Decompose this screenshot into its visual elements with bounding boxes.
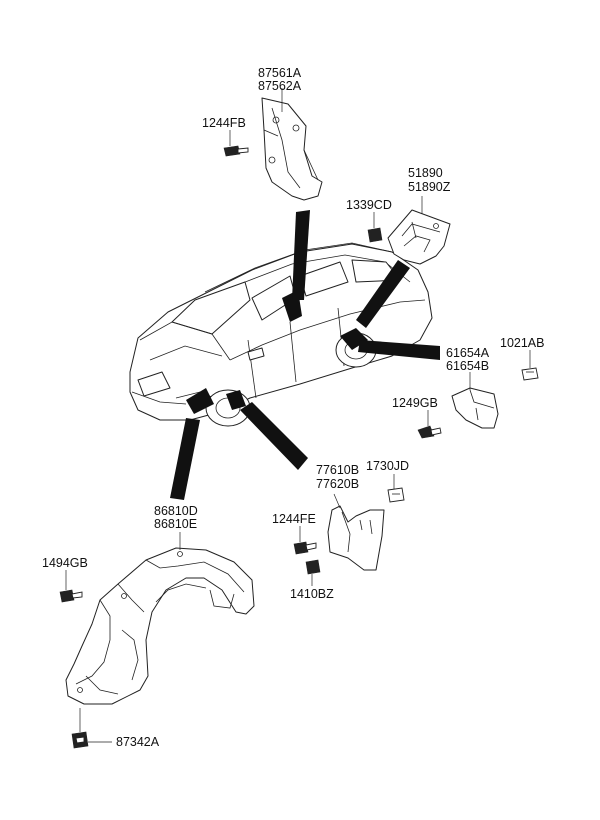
- label-51890Z: 51890Z: [408, 180, 451, 194]
- label-77610B: 77610B: [316, 463, 359, 477]
- screw-1244FE: 1244FE: [272, 512, 317, 555]
- mud-guard-77610B: 77610B 77620B: [316, 463, 385, 571]
- splash-guard-61654A: 61654A 61654B: [446, 346, 499, 429]
- label-1244FB: 1244FB: [202, 116, 246, 130]
- label-87562A: 87562A: [258, 79, 302, 93]
- label-86810E: 86810E: [154, 517, 197, 531]
- label-1244FE: 1244FE: [272, 512, 316, 526]
- screw-1494GB: 1494GB: [42, 556, 88, 603]
- clip-87342A: 87342A: [71, 708, 160, 749]
- screw-1244FB: 1244FB: [202, 116, 249, 157]
- clip-1021AB: 1021AB: [500, 336, 544, 381]
- label-1410BZ: 1410BZ: [290, 587, 334, 601]
- rear-side-bracket-87561A: 87561A 87562A: [258, 66, 323, 201]
- nut-1339CD: 1339CD: [346, 198, 392, 243]
- label-1730JD: 1730JD: [366, 459, 409, 473]
- clip-1730JD: 1730JD: [366, 459, 409, 503]
- label-1339CD: 1339CD: [346, 198, 392, 212]
- label-61654B: 61654B: [446, 359, 489, 373]
- label-61654A: 61654A: [446, 346, 490, 360]
- label-87561A: 87561A: [258, 66, 302, 80]
- screw-1249GB: 1249GB: [392, 396, 442, 439]
- inner-fender-86810D: 86810D 86810E: [65, 504, 255, 705]
- minivan-illustration: [129, 242, 433, 427]
- label-1494GB: 1494GB: [42, 556, 88, 570]
- label-86810D: 86810D: [154, 504, 198, 518]
- label-1021AB: 1021AB: [500, 336, 544, 350]
- label-77620B: 77620B: [316, 477, 359, 491]
- label-1249GB: 1249GB: [392, 396, 438, 410]
- clip-1410BZ: 1410BZ: [290, 559, 334, 601]
- bracket-51890: 51890 51890Z: [387, 166, 451, 265]
- callout-arrows: [170, 210, 440, 500]
- label-87342A: 87342A: [116, 735, 160, 749]
- label-51890: 51890: [408, 166, 443, 180]
